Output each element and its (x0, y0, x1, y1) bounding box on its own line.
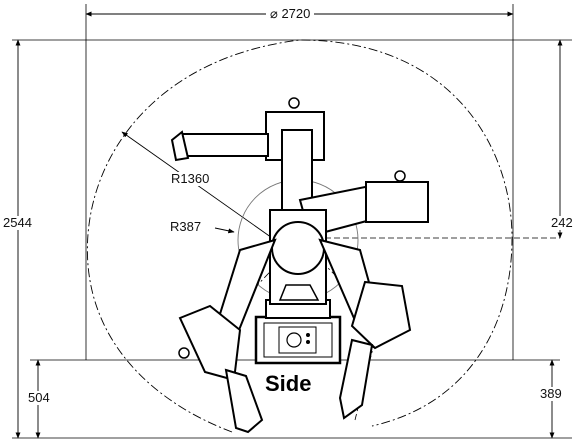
robot-arm-left-lower (178, 238, 277, 434)
outer-reach-envelope (86, 39, 513, 433)
robot-arm-right-lower (318, 238, 412, 420)
dim-left-height: 2544 (3, 215, 32, 230)
dim-outer-radius: R1360 (171, 171, 210, 186)
robot-base (254, 299, 342, 365)
dim-bottom-right-height: 389 (540, 386, 562, 401)
dim-right-height: 242 (551, 215, 573, 230)
shoulder-joint (269, 209, 327, 305)
robot-arm-right-upper (298, 170, 429, 238)
dim-bottom-left-height: 504 (28, 390, 50, 405)
dim-top-width: ⌀ 2720 (266, 7, 315, 21)
dim-inner-radius: R387 (170, 219, 202, 234)
view-label: Side (262, 371, 315, 397)
